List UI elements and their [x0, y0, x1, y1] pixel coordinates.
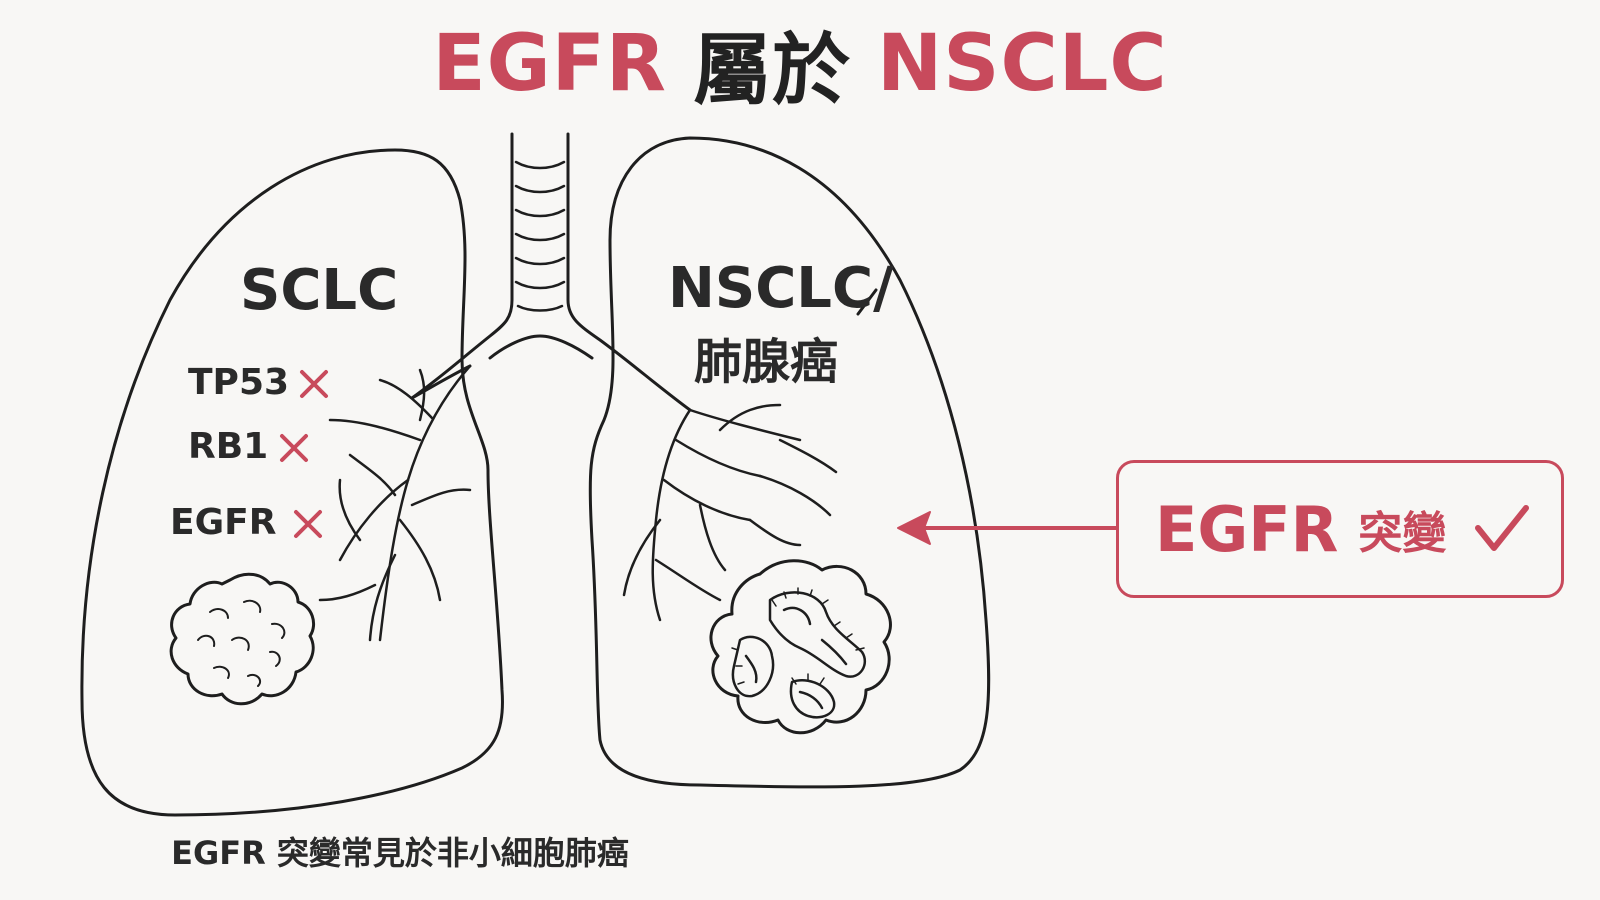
title-connector: 屬於 [692, 26, 851, 116]
trachea-rings [514, 160, 566, 312]
right-bronchi [622, 403, 838, 622]
check-icon [1475, 505, 1529, 551]
gene-label: EGFR [170, 502, 277, 543]
page-title: EGFR 屬於 NSCLC [0, 14, 1600, 116]
trachea [410, 132, 514, 400]
left-lung-label: SCLC [240, 258, 399, 323]
cross-icon [294, 510, 322, 538]
diagram-caption: EGFR 突變常見於非小細胞肺癌 [171, 834, 629, 872]
mutation-callout: EGFR 突變 [1116, 460, 1564, 598]
left-lung-outline [80, 148, 504, 817]
cross-icons [280, 370, 328, 538]
arrow-head [897, 511, 931, 545]
slash-mark [856, 288, 878, 316]
cross-icon [280, 434, 308, 462]
left-bronchi [318, 364, 472, 642]
callout-text: 突變 [1358, 508, 1447, 559]
right-lung-label: NSCLC/ [668, 256, 894, 321]
gene-label: TP53 [188, 362, 290, 403]
gene-label: RB1 [188, 426, 269, 467]
title-gene: EGFR [432, 19, 667, 109]
callout-gene: EGFR [1155, 492, 1339, 566]
adenocarcinoma-tumor [709, 559, 892, 735]
right-lung-outline [588, 136, 991, 789]
cross-icon [300, 370, 328, 398]
small-cell-tumor [169, 572, 315, 706]
title-category: NSCLC [877, 19, 1168, 109]
right-lung-sublabel: 肺腺癌 [694, 334, 839, 390]
